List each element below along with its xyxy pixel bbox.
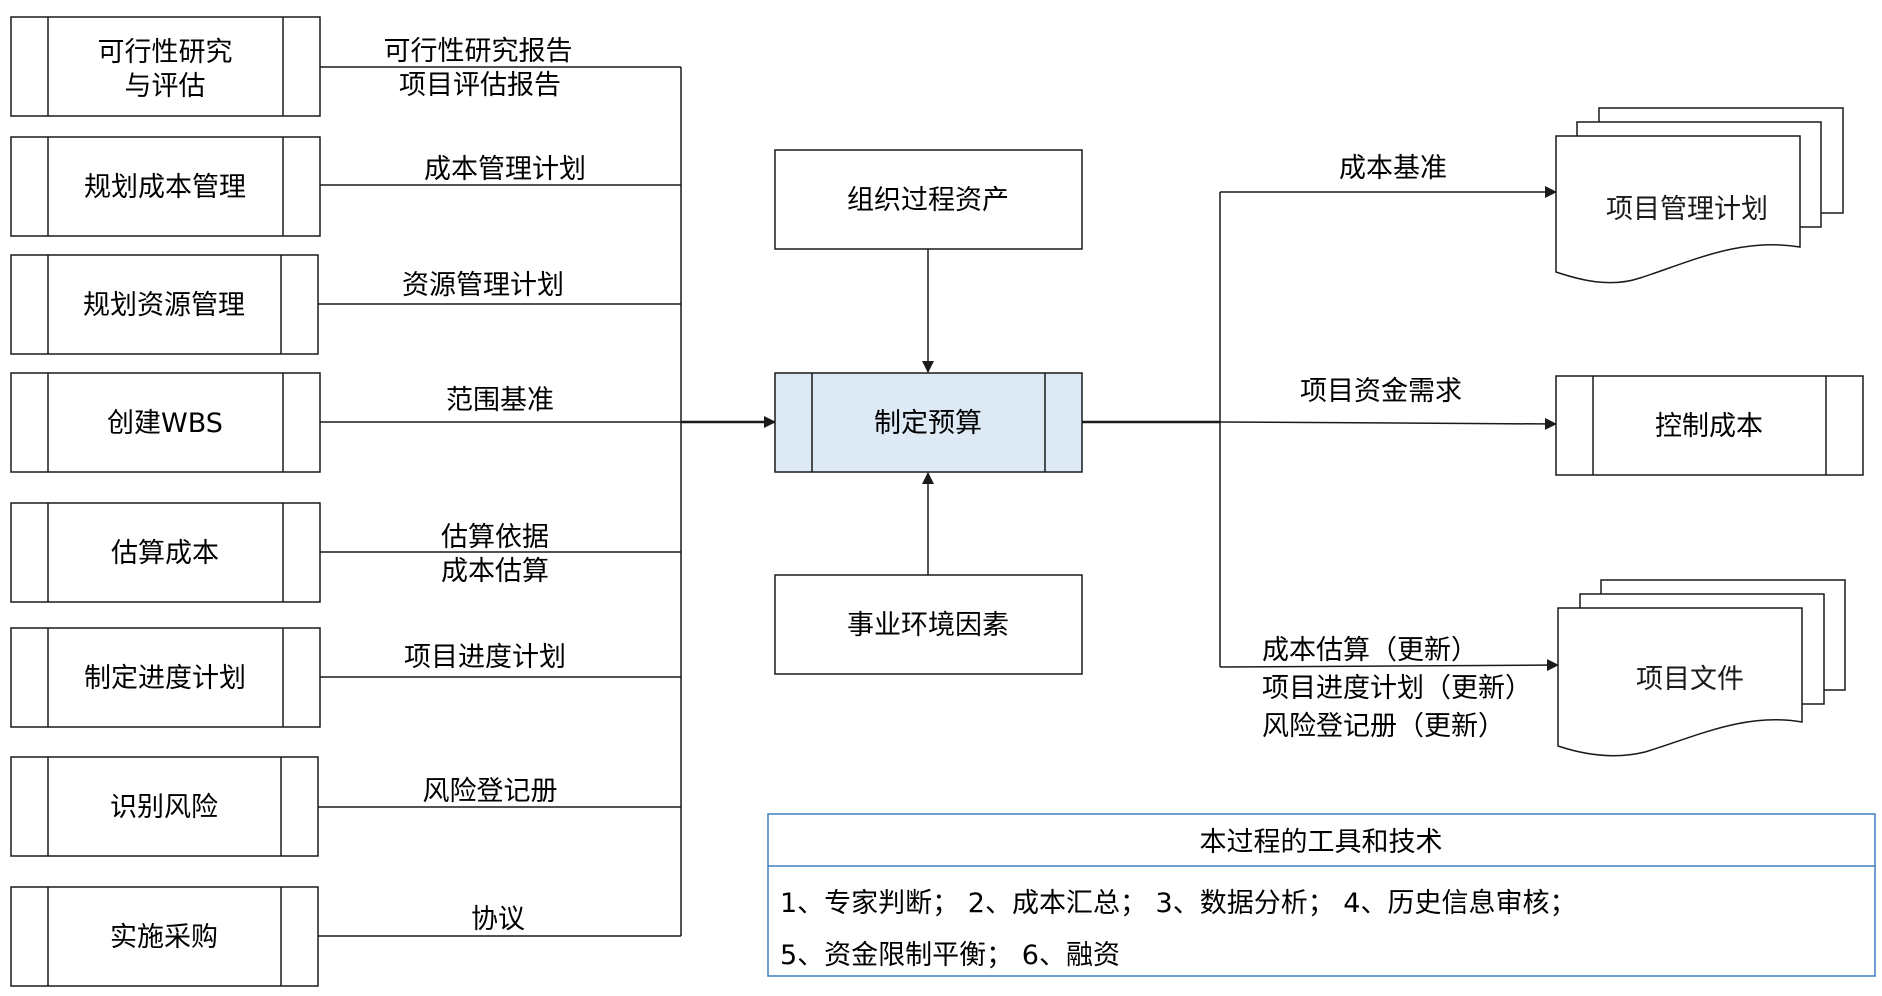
output-project-plan-document: 项目管理计划 [1555,107,1844,284]
edge-label: 风险登记册（更新） [1262,711,1505,742]
output-project-documents-document: 项目文件 [1557,579,1846,757]
output-label: 项目文件 [1636,664,1744,695]
input-label-line: 识别风险 [110,792,218,823]
process-label: 制定预算 [874,408,982,439]
tools-techniques-line: 5、资金限制平衡； 6、融资 [780,940,1120,971]
input-processes: 可行性研究 与评估 规划成本管理 规划资源管理 创建WBS [10,16,321,987]
input-label-line: 估算成本 [111,538,219,569]
input-box-estimate-cost: 估算成本 [10,502,321,603]
tools-techniques-panel: 本过程的工具和技术 1、专家判断； 2、成本汇总； 3、数据分析； 4、历史信息… [767,813,1876,977]
edge-label: 估算依据 [441,522,549,553]
output-label: 控制成本 [1655,411,1763,442]
edge-label: 资源管理计划 [402,270,564,301]
edge-label: 项目资金需求 [1300,376,1462,407]
tools-techniques-title: 本过程的工具和技术 [1200,827,1443,858]
edge-label: 可行性研究报告 [384,36,573,67]
input-label-line: 规划成本管理 [84,172,246,203]
output-connectors [1082,186,1559,672]
enterprise-env-factors-label: 事业环境因素 [847,610,1009,641]
edge-label: 协议 [471,904,525,935]
edge-label: 项目进度计划 [404,642,566,673]
edge-label: 项目进度计划（更新） [1262,673,1532,704]
tools-techniques-line: 1、专家判断； 2、成本汇总； 3、数据分析； 4、历史信息审核； [780,888,1576,919]
output-control-cost-box: 控制成本 [1555,375,1864,476]
edge-label: 成本估算（更新） [1262,635,1478,666]
output-label: 项目管理计划 [1606,194,1768,225]
output-edge-labels: 成本基准 项目资金需求 成本估算（更新） 项目进度计划（更新） 风险登记册（更新… [1262,153,1532,742]
input-box-plan-resource-mgmt: 规划资源管理 [10,254,319,355]
input-box-feasibility: 可行性研究 与评估 [10,16,321,117]
input-box-develop-schedule: 制定进度计划 [10,627,321,728]
org-process-assets-label: 组织过程资产 [847,185,1009,216]
edge-label: 成本基准 [1339,153,1447,184]
input-label-line: 可行性研究 [98,37,233,68]
edge-label: 风险登记册 [423,776,558,807]
input-edge-labels: 可行性研究报告 项目评估报告 成本管理计划 资源管理计划 范围基准 估算依据 成… [384,36,587,935]
process-box-determine-budget: 制定预算 [774,372,1083,473]
enterprise-env-factors-box: 事业环境因素 [774,574,1083,675]
input-box-conduct-procurement: 实施采购 [10,886,319,987]
input-label-line: 规划资源管理 [83,290,245,321]
input-label-line: 创建WBS [107,408,223,439]
input-box-create-wbs: 创建WBS [10,372,321,473]
input-box-plan-cost-mgmt: 规划成本管理 [10,136,321,237]
input-label-line: 制定进度计划 [84,663,246,694]
edge-label: 项目评估报告 [399,70,561,101]
edge-label: 范围基准 [446,385,554,416]
input-connectors [318,66,776,937]
input-label-line: 实施采购 [110,922,218,953]
edge-label: 成本管理计划 [424,154,586,185]
org-process-assets-box: 组织过程资产 [774,149,1083,250]
input-box-identify-risk: 识别风险 [10,756,319,857]
edge-label: 成本估算 [441,556,549,587]
input-label-line: 与评估 [125,71,206,102]
